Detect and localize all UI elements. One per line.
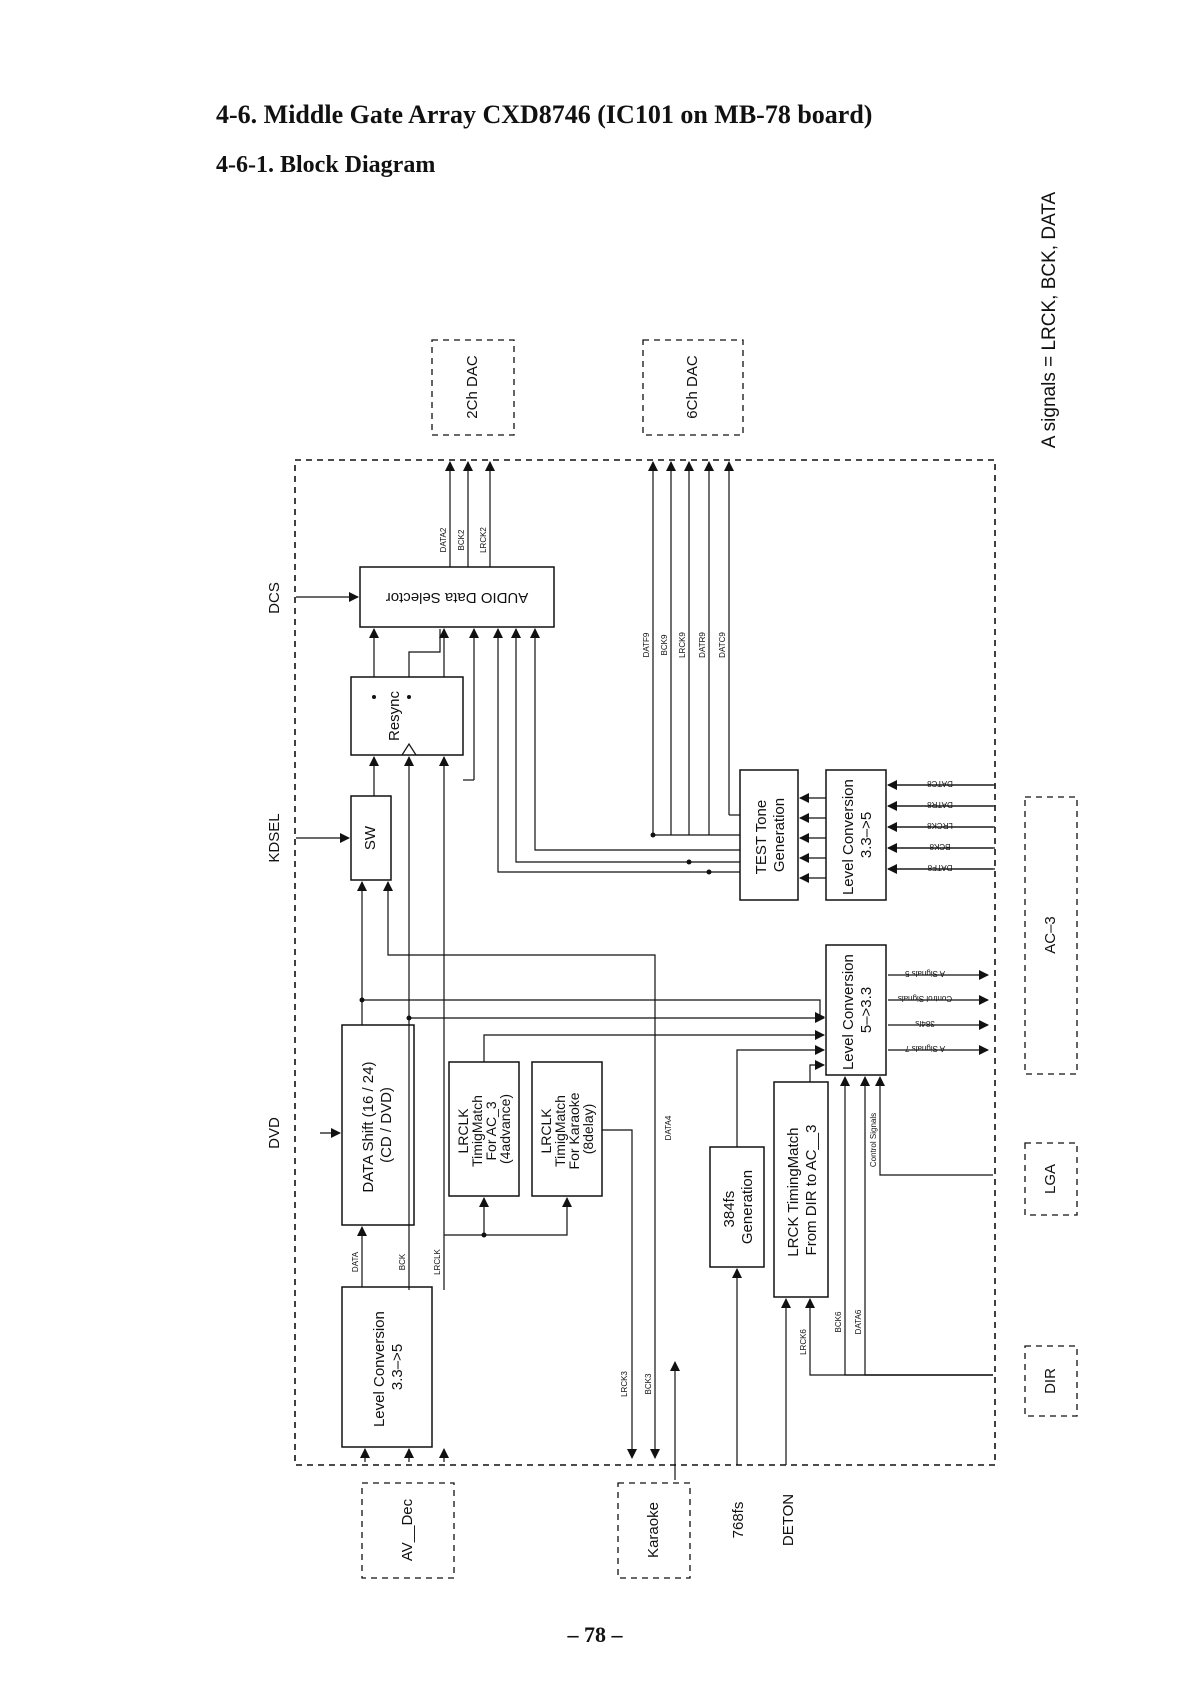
- signal-384fs: 384fs: [915, 1019, 935, 1028]
- lrclk-ac3-block: LRCLK TimigMatch For AC_3 (4advance): [448, 1061, 520, 1197]
- junctions: [359, 695, 712, 1238]
- signal-lrck8: LRCK8: [927, 821, 953, 830]
- sw-label: SW: [362, 825, 379, 850]
- signal-lrck9: LRCK9: [678, 632, 687, 658]
- signal-bck9: BCK9: [660, 634, 669, 655]
- signal-bck2: BCK2: [457, 529, 466, 550]
- dcs-label: DCS: [266, 582, 283, 614]
- connections: [296, 461, 995, 1480]
- external-6ch-dac: 6Ch DAC: [642, 339, 744, 436]
- resync-block: Resync: [350, 676, 464, 756]
- level-conv-35-label: Level Conversion 3.3–>5: [840, 775, 875, 895]
- signal-datc9: DATC9: [718, 632, 727, 658]
- external-ac3: AC–3: [1024, 796, 1078, 1075]
- level-conversion-in-block: Level Conversion 3.3–>5: [341, 1286, 433, 1448]
- chip-boundary: [294, 459, 996, 1466]
- diagram-subtitle: 4-6-1. Block Diagram: [216, 152, 436, 178]
- external-dir: DIR: [1024, 1345, 1078, 1417]
- signal-datf8: DATF8: [927, 863, 952, 872]
- av-dec-label: AV__Dec: [399, 1498, 416, 1561]
- test-tone-label: TEST Tone Generation: [753, 796, 788, 875]
- page-title: 4-6. Middle Gate Array CXD8746 (IC101 on…: [216, 100, 873, 129]
- signal-lrck2: LRCK2: [479, 527, 488, 553]
- signal-data2: DATA2: [439, 527, 448, 552]
- audio-data-selector-block: AUDIO Data Selector: [359, 566, 555, 628]
- data-shift-label: DATA Shift (16 / 24) (CD / DVD): [360, 1057, 395, 1192]
- ac3-label: AC–3: [1042, 916, 1059, 954]
- deton-label: DETON: [780, 1494, 797, 1546]
- lrclk-karaoke-label: LRCLK TimigMatch For Karaoke (8delay): [538, 1089, 596, 1170]
- external-karaoke: Karaoke: [617, 1482, 691, 1579]
- lrck-timing-label: LRCK TimingMatch From DIR to AC__3: [785, 1123, 820, 1256]
- signal-data6: DATA6: [854, 1309, 863, 1334]
- 384fs-gen-label: 384fs Generation: [721, 1170, 756, 1244]
- signal-datf9: DATF9: [642, 632, 651, 657]
- external-av-dec: AV__Dec: [361, 1482, 455, 1579]
- kdsel-label: KDSEL: [266, 813, 283, 862]
- lrclk-karaoke-block: LRCLK TimigMatch For Karaoke (8delay): [531, 1061, 603, 1197]
- level-conversion-35-block: Level Conversion 3.3–>5: [825, 769, 887, 901]
- signal-lrclk: LRCLK: [433, 1248, 442, 1274]
- signal-ctrl: Control Signals: [898, 994, 952, 1003]
- signal-bck6: BCK6: [834, 1311, 843, 1332]
- signal-bck: BCK: [398, 1253, 407, 1270]
- external-lga: LGA: [1024, 1142, 1078, 1216]
- signal-data: DATA: [351, 1251, 360, 1272]
- level-conv-53-label: Level Conversion 5–>3.3: [840, 950, 875, 1070]
- lrclk-ac3-label: LRCLK TimigMatch For AC_3 (4advance): [455, 1091, 513, 1167]
- signal-bck3: BCK3: [644, 1373, 653, 1394]
- signal-lrck3: LRCK3: [620, 1371, 629, 1397]
- 768fs-label: 768fs: [730, 1502, 747, 1539]
- dac2-label: 2Ch DAC: [464, 355, 481, 419]
- lga-label: LGA: [1042, 1164, 1059, 1194]
- signal-data4: DATA4: [664, 1115, 673, 1140]
- signal-asig7: A Signals 7: [904, 1044, 945, 1053]
- signal-datr9: DATR9: [698, 632, 707, 658]
- sw-block: SW: [350, 795, 392, 881]
- external-2ch-dac: 2Ch DAC: [431, 339, 515, 436]
- signal-lrck6: LRCK6: [799, 1329, 808, 1355]
- dvd-label: DVD: [266, 1117, 283, 1149]
- 384fs-generation-block: 384fs Generation: [709, 1146, 765, 1268]
- level-conversion-53-block: Level Conversion 5–>3.3: [825, 944, 887, 1076]
- dir-label: DIR: [1042, 1368, 1059, 1394]
- resync-label: Resync: [386, 690, 403, 741]
- level-conv-in-label: Level Conversion 3.3–>5: [371, 1307, 406, 1427]
- karaoke-label: Karaoke: [645, 1502, 662, 1558]
- test-tone-generation-block: TEST Tone Generation: [739, 769, 799, 901]
- data-shift-block: DATA Shift (16 / 24) (CD / DVD): [341, 1024, 415, 1226]
- signal-bck8: BCK8: [929, 842, 950, 851]
- signal-ctrl-lga: Control Signals: [869, 1113, 878, 1167]
- audio-selector-label: AUDIO Data Selector: [386, 589, 529, 606]
- dac6-label: 6Ch DAC: [684, 355, 701, 419]
- signal-datr8: DATR8: [927, 800, 953, 809]
- signal-asig5: A Signals 5: [904, 969, 945, 978]
- lrck-timing-match-block: LRCK TimingMatch From DIR to AC__3: [773, 1081, 829, 1298]
- signal-labels: DATA2 BCK2 LRCK2 DATF9 BCK9 LRCK9 DATR9 …: [351, 527, 953, 1397]
- page-number: – 78 –: [567, 1622, 623, 1647]
- signal-datc8: DATC8: [927, 779, 953, 788]
- a-signals-note: A signals = LRCK, BCK, DATA: [1039, 191, 1060, 448]
